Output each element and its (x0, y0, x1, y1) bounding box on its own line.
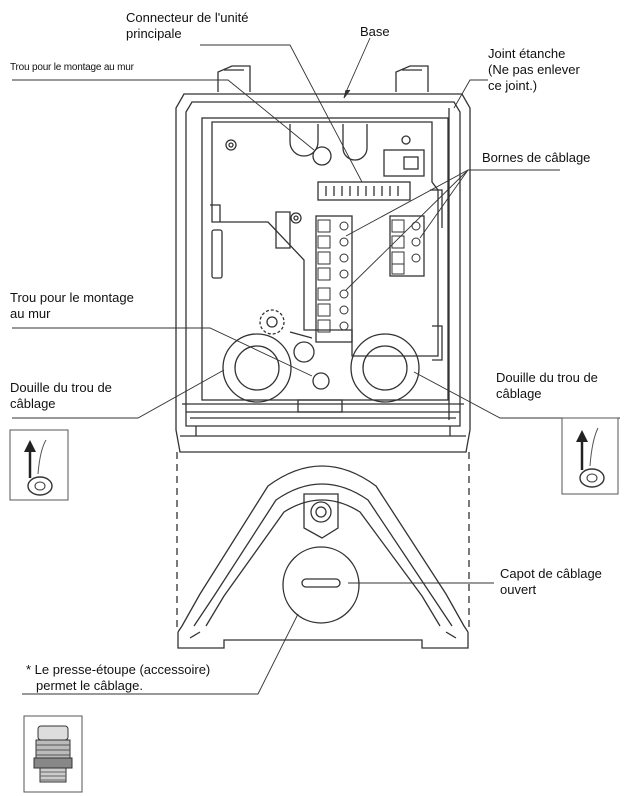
wiring-cover (177, 465, 469, 649)
base-housing (175, 93, 471, 453)
top-boss-right (395, 65, 429, 92)
screw-icon (225, 139, 237, 151)
terminal-block-right (389, 215, 425, 277)
top-boss-left (217, 65, 251, 92)
label-wall-hole-mid: Trou pour le montage au mur (10, 290, 134, 321)
component-gear (259, 309, 285, 335)
wall-mount-hole-top (312, 146, 332, 166)
label-grommet-right: Douille du trou de câblage (496, 370, 598, 401)
label-main-connector: Connecteur de l'unité principale (126, 10, 249, 41)
label-gland-note: * Le presse-étoupe (accessoire) permet l… (26, 662, 211, 693)
grommet-right (350, 333, 420, 403)
cable-arrow-icon (9, 429, 69, 501)
grommet-left (222, 333, 292, 403)
label-wall-hole-top: Trou pour le montage au mur (10, 62, 134, 73)
label-grommet-left: Douille du trou de câblage (10, 380, 112, 411)
cable-gland-icon (23, 715, 83, 793)
label-cover-open: Capot de câblage ouvert (500, 566, 602, 597)
terminal-block-left (315, 215, 353, 343)
wall-mount-hole-bottom (312, 372, 330, 390)
label-terminals: Bornes de câblage (482, 150, 591, 165)
label-base: Base (360, 24, 390, 39)
cable-arrow-icon (561, 417, 619, 495)
label-seal: Joint étanche (Ne pas enlever ce joint.) (488, 46, 580, 93)
inner-board (201, 117, 449, 401)
main-connector (317, 181, 411, 201)
pcb (211, 121, 439, 357)
wiring-cover-cap (282, 546, 360, 624)
